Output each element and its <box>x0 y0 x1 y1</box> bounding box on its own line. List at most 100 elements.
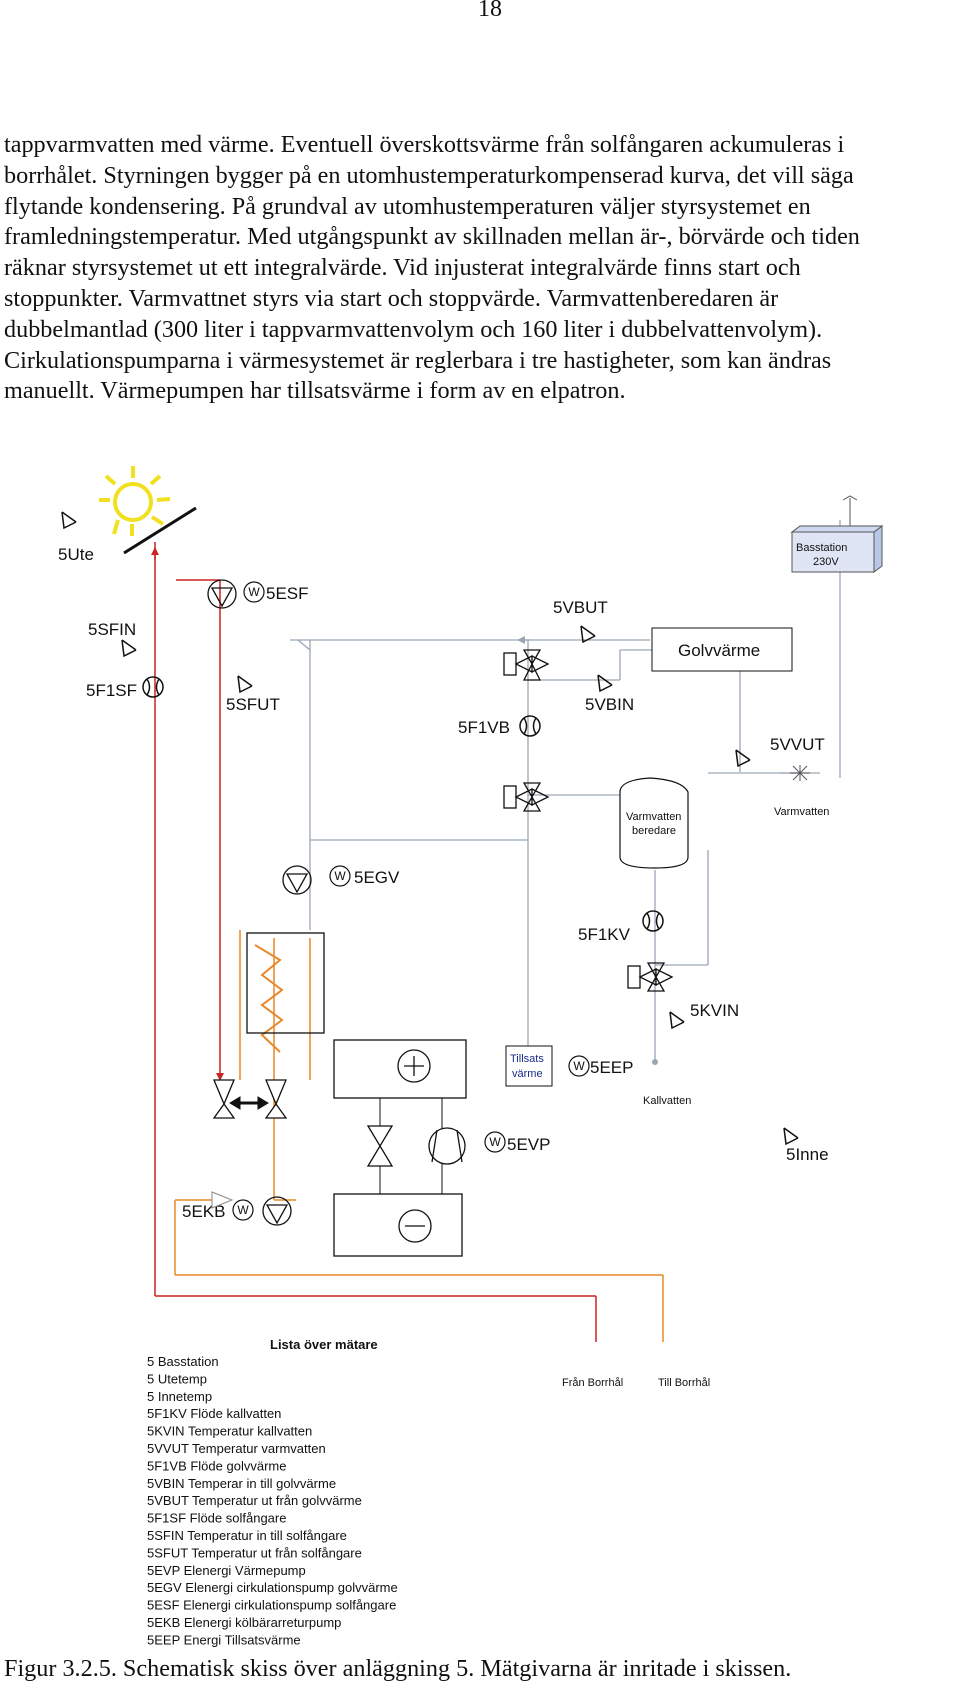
kvin-sensor-icon <box>669 1011 685 1029</box>
label-5kvin: 5KVIN <box>690 1001 739 1020</box>
label-kallvatten: Kallvatten <box>643 1095 691 1107</box>
body-line: tappvarmvatten med värme. Eventuell över… <box>4 131 845 158</box>
legend-item: 5 Innetemp <box>147 1389 212 1404</box>
basstation-voltage: 230V <box>813 556 839 568</box>
legend-item: 5VBIN Temperar in till golvvärme <box>147 1476 336 1491</box>
label-tillsats-1: Tillsats <box>510 1053 544 1065</box>
label-5sfut: 5SFUT <box>226 695 280 714</box>
label-tank-2: beredare <box>632 825 676 837</box>
legend-item: 5ESF Elenergi cirkulationspump solfångar… <box>147 1598 396 1613</box>
label-tank-1: Varmvatten <box>626 811 681 823</box>
hot-water-tank <box>619 777 689 869</box>
minus-icon <box>398 1209 432 1243</box>
legend-item: 5VVUT Temperatur varmvatten <box>147 1441 326 1456</box>
label-5f1vb: 5F1VB <box>458 718 510 737</box>
sfut-sensor-icon <box>237 675 253 693</box>
body-line: Cirkulationspumparna i värmesystemet är … <box>4 346 832 374</box>
condenser-unit-box <box>333 1039 467 1099</box>
flow-meter-5f1sf-icon <box>142 676 164 698</box>
legend-item: 5EKB Elenergi kölbärarreturpump <box>147 1615 341 1630</box>
legend-item: 5F1KV Flöde kallvatten <box>147 1406 281 1421</box>
legend-item: 5VBUT Temperatur ut från golvvärme <box>147 1493 362 1508</box>
solar-loop-pipes <box>154 542 597 1342</box>
body-line: borrhålet. Styrningen bygger på en utomh… <box>4 161 854 189</box>
expansion-valve-icon <box>366 1125 394 1167</box>
valve-actuator-icon <box>229 1096 269 1110</box>
legend-item: 5EGV Elenergi cirkulationspump golvvärme <box>147 1580 398 1595</box>
vvut-sensor-icon <box>735 749 751 767</box>
evaporator-box <box>333 1193 463 1257</box>
label-5f1kv: 5F1KV <box>578 925 631 944</box>
body-line: manuellt. Värmepumpen har tillsatsvärme … <box>4 377 626 405</box>
body-paragraph: tappvarmvatten med värme. Eventuell över… <box>4 130 954 407</box>
label-5eep: 5EEP <box>590 1058 633 1077</box>
body-line: räknar styrsystemet ut ett integralvärde… <box>4 254 801 282</box>
label-5evp: 5EVP <box>507 1135 550 1154</box>
legend-item: 5KVIN Temperatur kallvatten <box>147 1424 312 1439</box>
check-valve-icon <box>211 1191 234 1209</box>
energy-meter-egv-icon <box>329 865 351 887</box>
floor-heating-box <box>651 627 793 672</box>
meter-legend: 5 Basstation 5 Utetemp 5 Innetemp 5F1KV … <box>147 1354 398 1647</box>
heat-exchanger-coil <box>254 944 284 1053</box>
legend-item: 5F1SF Flöde solfångare <box>147 1511 286 1526</box>
energy-meter-ekb-icon <box>232 1199 254 1221</box>
legend-item: 5 Utetemp <box>147 1371 207 1386</box>
label-till-borrhal: Till Borrhål <box>658 1377 710 1389</box>
indoor-temp-sensor-icon <box>783 1127 799 1145</box>
basstation-box <box>790 495 884 573</box>
three-way-valve-mix-icon <box>503 782 550 812</box>
three-way-valve-vb-icon <box>503 649 550 681</box>
label-5ute: 5Ute <box>58 545 94 564</box>
label-5inne: 5Inne <box>786 1145 829 1164</box>
brine-loop-pipes <box>174 930 664 1342</box>
energy-meter-evp-icon <box>484 1131 506 1153</box>
energy-meter-symbol: W <box>237 1203 249 1217</box>
solar-collector <box>123 506 197 555</box>
pump-esf-icon <box>207 579 237 609</box>
label-varmvatten: Varmvatten <box>774 806 829 818</box>
hot-water-outlet-icon <box>790 765 810 781</box>
energy-meter-esf-icon <box>243 581 265 603</box>
label-5vbin: 5VBIN <box>585 695 634 714</box>
body-line: flytande kondensering. På grundval av ut… <box>4 192 811 220</box>
brine-valve-icon <box>212 1079 288 1119</box>
label-tillsats-2: värme <box>512 1068 543 1080</box>
auxiliary-heater-box <box>505 1045 553 1087</box>
pump-egv-icon <box>282 865 312 895</box>
legend-item: 5 Basstation <box>147 1354 219 1369</box>
energy-meter-symbol: W <box>334 869 346 883</box>
page-number: 18 <box>478 0 502 22</box>
label-5f1sf: 5F1SF <box>86 681 137 700</box>
label-5esf: 5ESF <box>266 584 309 603</box>
legend-item: 5EVP Elenergi Värmepump <box>147 1563 306 1578</box>
pump-ekb-icon <box>262 1196 292 1226</box>
label-5sfin: 5SFIN <box>88 620 136 639</box>
energy-meter-symbol: W <box>248 585 260 599</box>
figure-caption: Figur 3.2.5. Schematisk skiss över anläg… <box>4 1655 792 1682</box>
vbin-sensor-icon <box>597 674 613 692</box>
body-line: dubbelmantlad (300 liter i tappvarmvatte… <box>4 315 823 343</box>
sfin-sensor-icon <box>121 639 137 657</box>
basstation-label: Basstation <box>796 542 847 554</box>
compressor-icon <box>428 1127 466 1165</box>
legend-item: 5EEP Energi Tillsatsvärme <box>147 1632 301 1647</box>
body-line: framledningstemperatur. Med utgångspunkt… <box>4 223 860 251</box>
energy-meter-eep-icon <box>568 1055 590 1077</box>
condenser-box <box>246 932 325 1034</box>
label-golvvarme: Golvvärme <box>678 641 760 660</box>
legend-item: 5F1VB Flöde golvvärme <box>147 1458 286 1473</box>
legend-item: 5SFUT Temperatur ut från solfångare <box>147 1545 362 1560</box>
label-fran-borrhal: Från Borrhål <box>562 1377 623 1389</box>
legend-item: 5SFIN Temperatur in till solfångare <box>147 1528 347 1543</box>
label-5vbut: 5VBUT <box>553 598 608 617</box>
label-5vvut: 5VVUT <box>770 735 825 754</box>
three-way-valve-kv-icon <box>627 962 674 992</box>
legend-title: Lista över mätare <box>270 1337 378 1352</box>
plus-icon <box>397 1049 431 1083</box>
sun-icon <box>99 466 171 536</box>
flow-meter-5f1vb-icon <box>519 715 541 737</box>
energy-meter-symbol: W <box>573 1059 585 1073</box>
